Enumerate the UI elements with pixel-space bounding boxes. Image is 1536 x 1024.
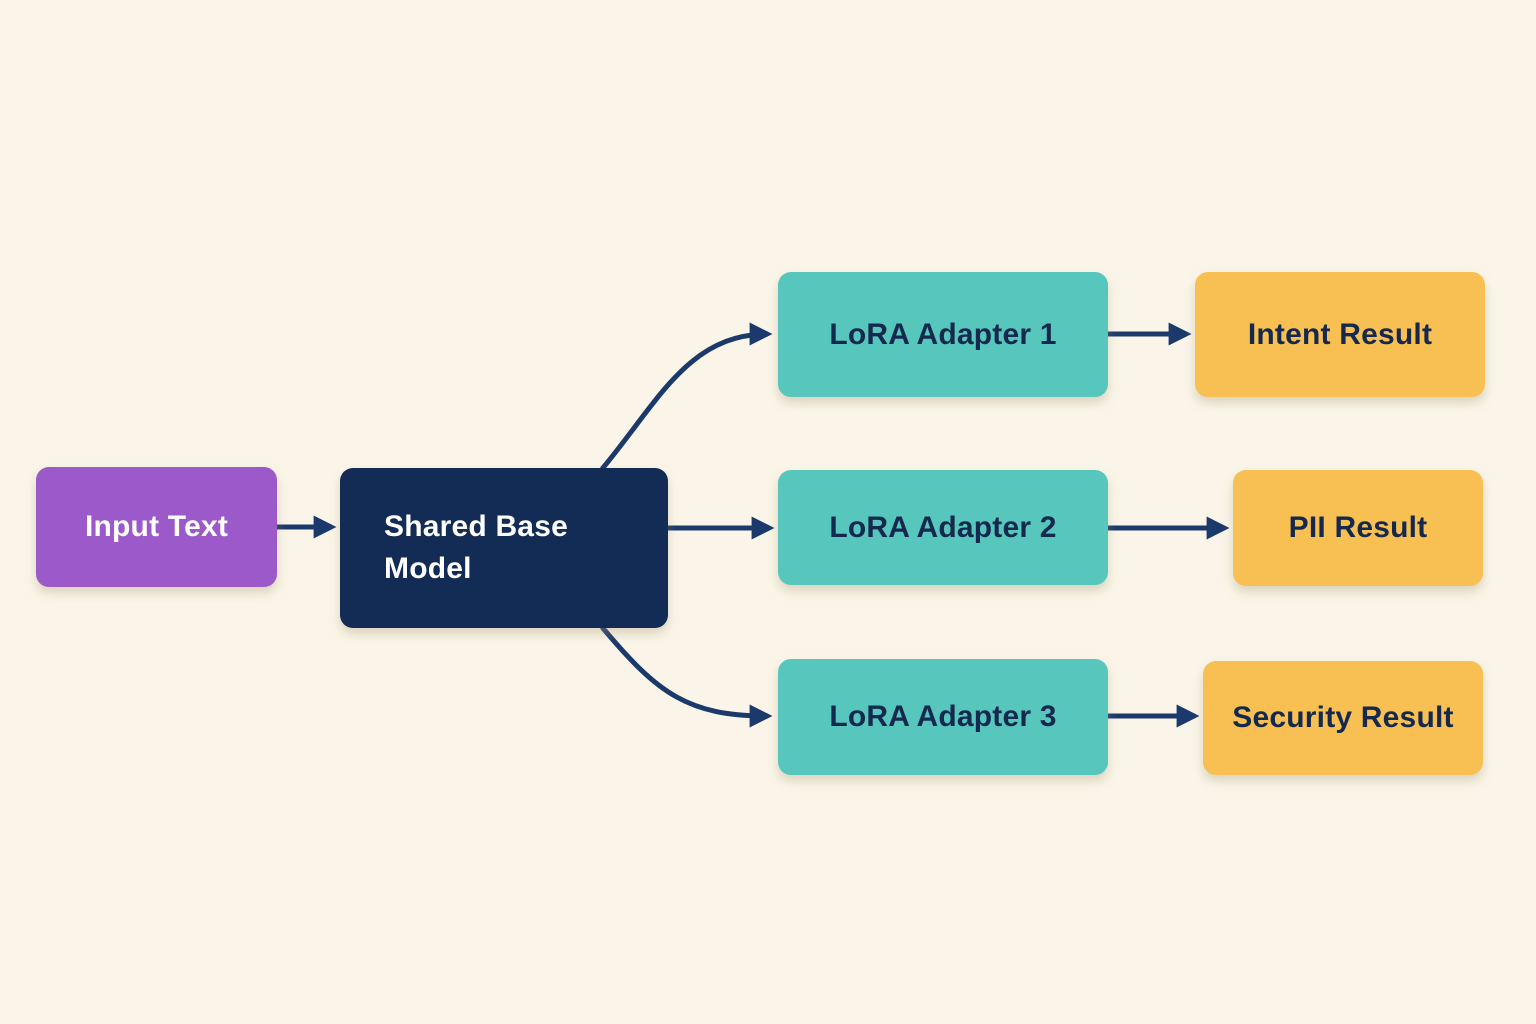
node-lora-adapter-3: LoRA Adapter 3 <box>778 659 1108 775</box>
node-security-result-label: Security Result <box>1232 701 1454 734</box>
node-intent-result: Intent Result <box>1195 272 1485 397</box>
node-lora-adapter-2-label: LoRA Adapter 2 <box>829 510 1057 544</box>
node-pii-result: PII Result <box>1233 470 1483 586</box>
node-pii-result-label: PII Result <box>1288 511 1428 544</box>
edge-base-to-adapter3 <box>600 625 773 728</box>
node-security-result: Security Result <box>1203 661 1483 775</box>
node-input-text-label: Input Text <box>84 510 229 543</box>
node-intent-result-label: Intent Result <box>1247 317 1433 351</box>
node-input-text: Input Text <box>36 467 277 587</box>
node-shared-base-model: Shared Base Model <box>340 468 668 628</box>
node-lora-adapter-2: LoRA Adapter 2 <box>778 470 1108 585</box>
node-shared-base-model-label: Shared Base Model <box>384 510 568 585</box>
edge-base-to-adapter1 <box>600 322 773 471</box>
node-lora-adapter-1: LoRA Adapter 1 <box>778 272 1108 397</box>
node-lora-adapter-1-label: LoRA Adapter 1 <box>829 317 1057 351</box>
node-lora-adapter-3-label: LoRA Adapter 3 <box>829 700 1057 733</box>
